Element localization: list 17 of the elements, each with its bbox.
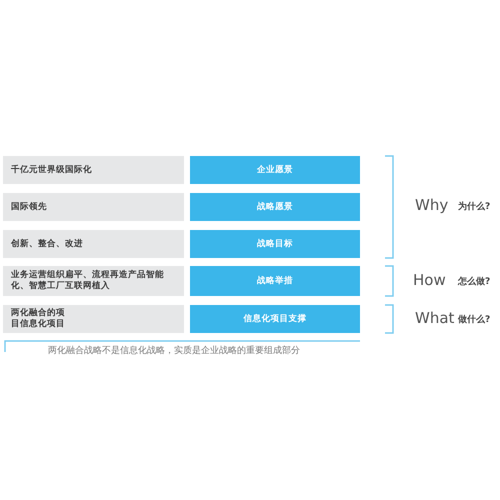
question-text: 怎么做? [458,276,490,288]
label-box: 战略目标 [190,230,360,258]
heading-word: Why [415,196,448,214]
text-box: 国际领先 [3,193,184,221]
label-box: 企业愿景 [190,156,360,184]
text-box: 业务运营组织扁平、流程再造产品智能化、智慧工厂互联网植入 [3,266,184,296]
text-box: 创新、整合、改进 [3,230,184,258]
question-text: 为什么? [458,200,490,213]
text-box: 两化融合的项目信息化项目 [3,305,184,333]
question-text: 做什么? [458,314,490,326]
heading-word: How [413,271,446,289]
label-box: 战略举措 [190,266,360,296]
note-text: 两化融合战略不是信息化战略，实质是企业战略的重要组成部分 [48,344,300,357]
heading-word: What [415,309,454,327]
text-box: 千亿元世界级国际化 [3,156,184,184]
label-box: 战略愿景 [190,193,360,221]
label-box: 信息化项目支撑 [190,305,360,333]
